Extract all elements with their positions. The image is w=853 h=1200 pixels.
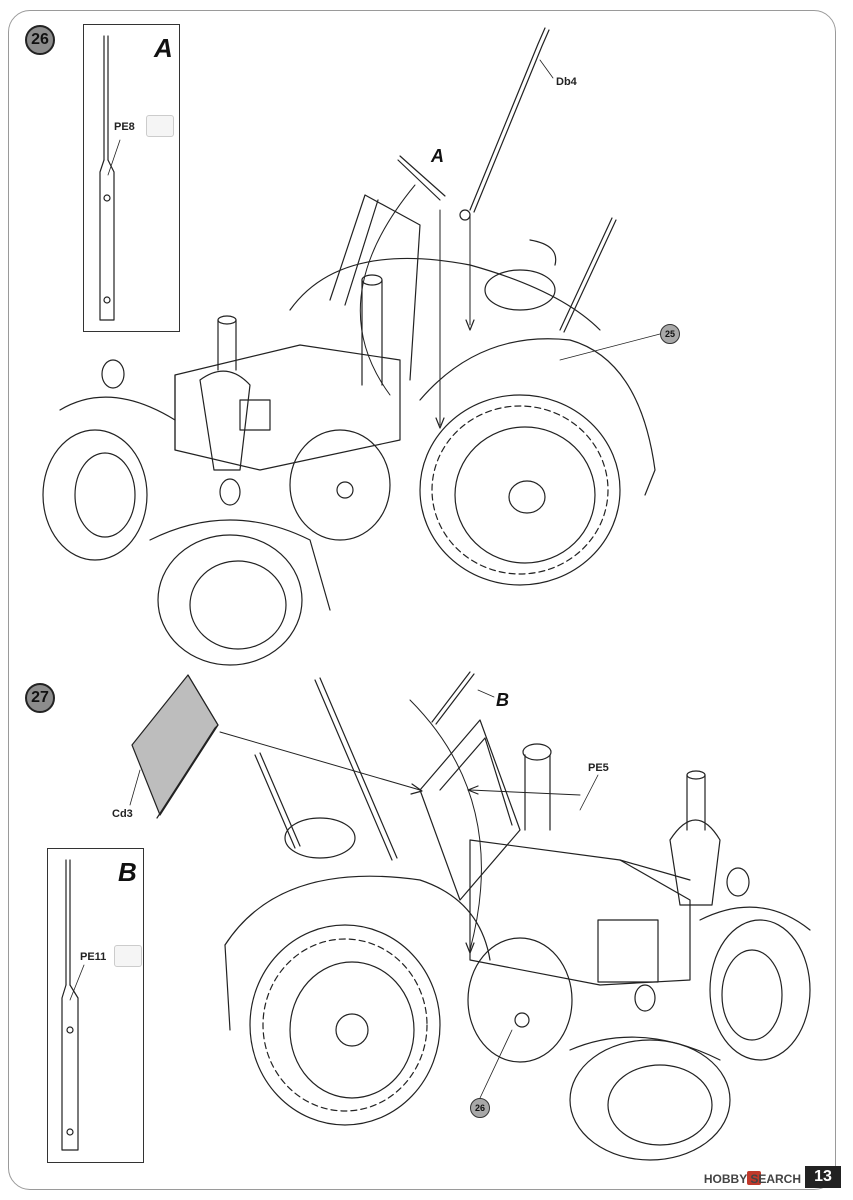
callout-25: 25: [660, 324, 680, 344]
photo-etch-icon: [146, 115, 174, 137]
detail-letter-a: A: [154, 33, 173, 63]
detail-letter-b: B: [118, 857, 137, 887]
callout-26: 26: [470, 1098, 490, 1118]
detail-a-rod-drawing: [99, 35, 121, 321]
detail-b-rod-drawing: [61, 859, 85, 1151]
hobby-search-logo-icon: [747, 1171, 761, 1185]
part-label-pe5: PE5: [588, 762, 609, 774]
detail-part-pe11: PE11: [80, 951, 107, 963]
photo-etch-icon: [114, 945, 142, 967]
tractor-step-27-drawing: [129, 671, 811, 1161]
detail-marker-b: B: [496, 690, 509, 710]
detail-marker-a: A: [431, 146, 444, 166]
part-label-cd3: Cd3: [112, 808, 133, 820]
page-number: 13: [805, 1166, 841, 1188]
detail-part-pe8: PE8: [114, 121, 135, 133]
part-label-db4: Db4: [556, 76, 577, 88]
detail-box-a: A PE8: [83, 24, 180, 332]
watermark-text: HOBBY SEARCH: [703, 1172, 801, 1186]
step-27-badge: 27: [25, 683, 55, 713]
tractor-step-26-drawing: [42, 27, 661, 666]
detail-box-b: B PE11: [47, 848, 144, 1163]
step-26-badge: 26: [25, 25, 55, 55]
